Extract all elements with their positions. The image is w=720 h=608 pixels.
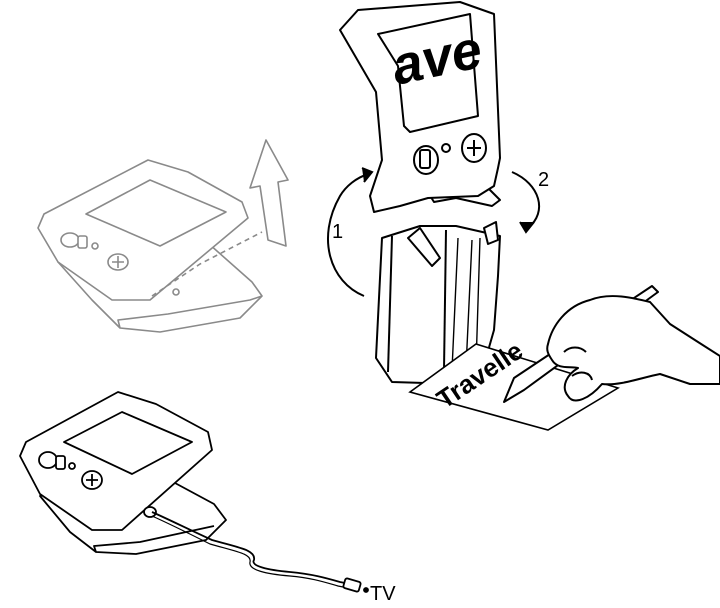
led-icon-2 [69, 463, 75, 469]
tv-label: TV [370, 583, 396, 605]
tv-plug-icon [343, 578, 361, 592]
minus-icon-2 [39, 452, 57, 468]
step-2-label: 2 [538, 169, 549, 191]
led-icon [92, 243, 98, 249]
device-tv-connected [20, 392, 226, 554]
arrow-up-icon [250, 140, 288, 246]
mode-switch-icon [78, 236, 87, 248]
device-folded [38, 160, 262, 332]
step-1-label: 1 [332, 221, 343, 243]
led-icon-large [442, 144, 450, 152]
screw-icon [173, 289, 179, 295]
mode-switch-icon-2 [56, 456, 65, 469]
mode-switch-icon-large [420, 150, 430, 168]
minus-icon [61, 233, 79, 247]
